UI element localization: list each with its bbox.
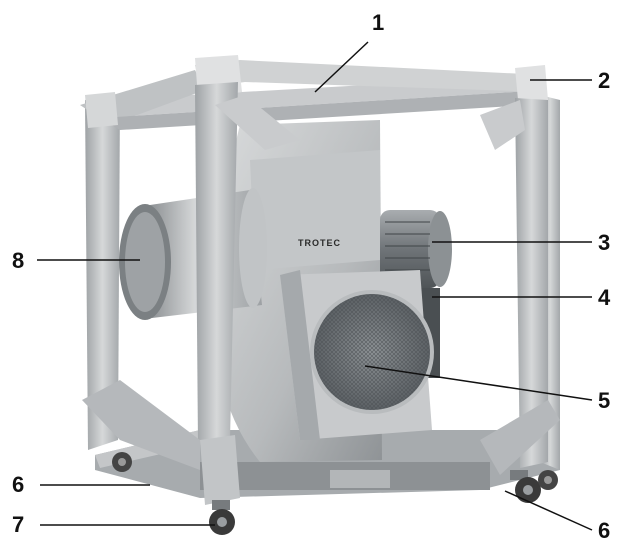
- caster-front-left: [209, 500, 235, 535]
- callout-number-4: 4: [598, 285, 611, 310]
- callout-number-2: 2: [598, 68, 610, 93]
- callout-line-6b: [504, 490, 593, 531]
- callout-line-5: [364, 365, 593, 401]
- outlet-duct: [280, 270, 434, 440]
- caster-front-right: [510, 470, 541, 503]
- callout-number-7: 7: [12, 512, 24, 537]
- callout-number-8: 8: [12, 248, 24, 273]
- caster-rear-right: [538, 470, 558, 490]
- frame-front: [82, 82, 560, 505]
- casters: [112, 452, 558, 535]
- callout-number-6-left: 6: [12, 472, 24, 497]
- callout-line-1: [314, 41, 369, 93]
- callout-number-6-right: 6: [598, 518, 610, 541]
- brand-label: TROTEC: [298, 238, 341, 248]
- callout-number-5: 5: [598, 388, 610, 413]
- callout-number-1: 1: [372, 10, 384, 35]
- callout-lines: [37, 41, 593, 531]
- callout-number-3: 3: [598, 230, 610, 255]
- inlet-duct: [119, 188, 267, 320]
- caster-rear-left: [112, 452, 132, 472]
